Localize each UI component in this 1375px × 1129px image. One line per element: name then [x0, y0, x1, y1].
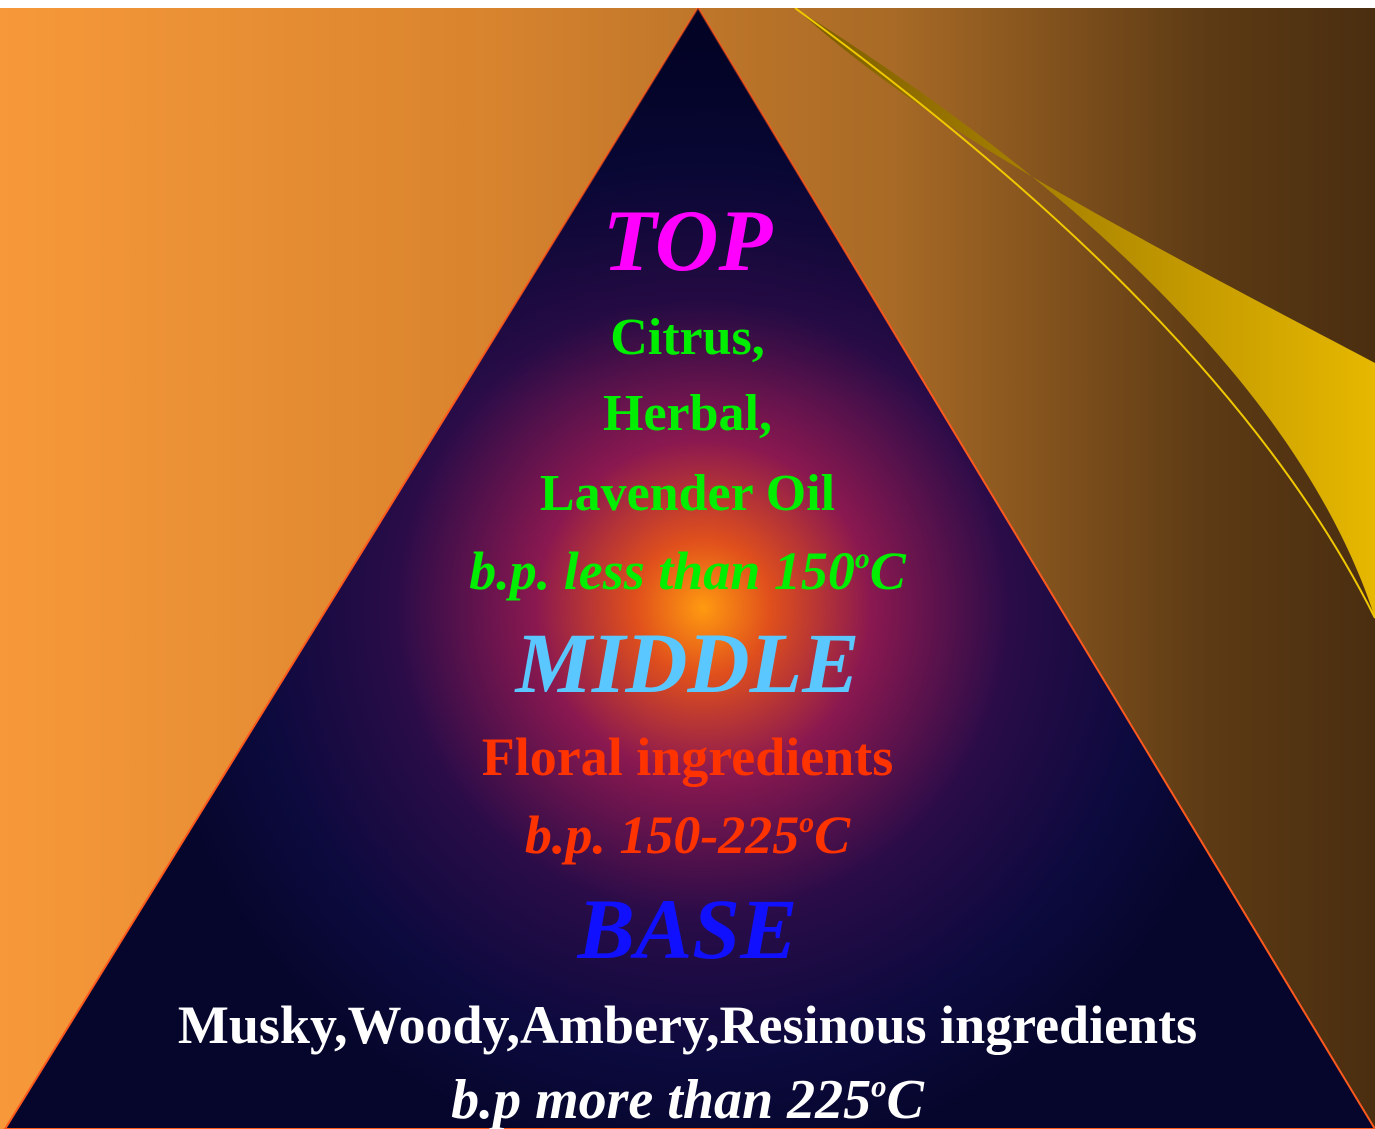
- top-boiling-point: b.p. less than 150oC: [469, 541, 906, 601]
- pyramid-graphic: [3, 8, 1375, 1129]
- base-heading: BASE: [577, 881, 798, 977]
- swoosh-shape: [795, 8, 1375, 618]
- top-item-lavender: Lavender Oil: [539, 465, 836, 522]
- top-item-citrus: Citrus,: [610, 309, 765, 366]
- middle-item-floral: Floral ingredients: [481, 727, 894, 787]
- middle-boiling-point: b.p. 150-225oC: [524, 805, 851, 865]
- swoosh-line: [794, 8, 1375, 619]
- base-boiling-point: b.p more than 225oC: [451, 1069, 924, 1129]
- base-item-musky: Musky,Woody,Ambery,Resinous ingredients: [177, 995, 1198, 1055]
- top-item-herbal: Herbal,: [603, 385, 772, 442]
- slide-background: TOP Citrus, Herbal, Lavender Oil b.p. le…: [0, 8, 1375, 1129]
- top-heading: TOP: [602, 193, 773, 290]
- pyramid-top-shade: [5, 8, 1375, 1129]
- middle-heading: MIDDLE: [515, 615, 860, 711]
